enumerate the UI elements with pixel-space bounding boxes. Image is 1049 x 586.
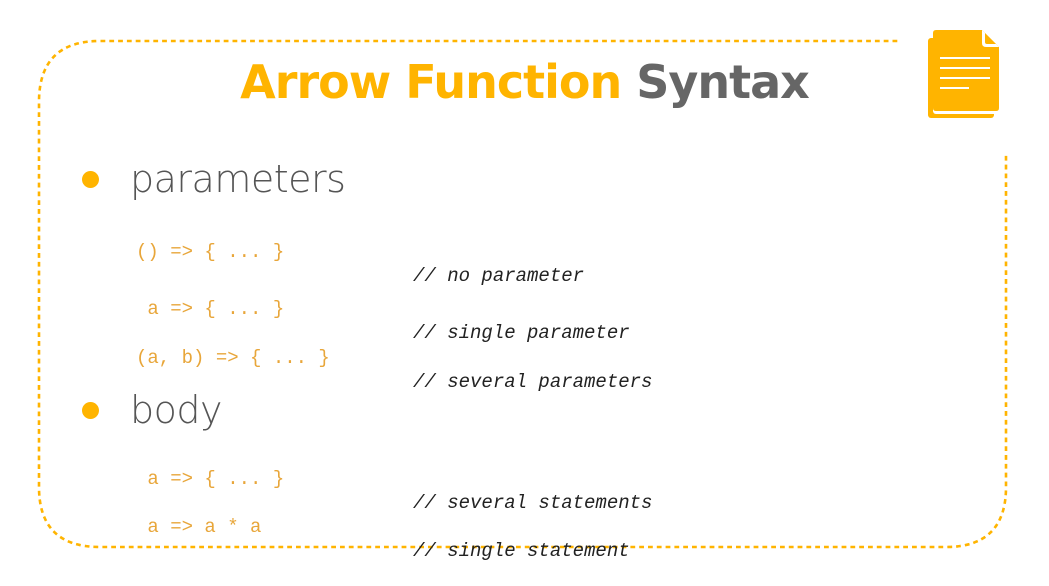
slide-title: Arrow Function Syntax: [0, 52, 1049, 112]
code-comment: // several parameters: [413, 371, 653, 393]
code-row: a => { ... } // several statements: [0, 443, 652, 514]
bullet-dot-icon: [82, 401, 99, 419]
code-row: (a, b) => { ... } // several parameters: [0, 322, 652, 393]
bullet-dot-icon: [82, 170, 99, 188]
code-row: () => { ... } // no parameter: [0, 216, 584, 287]
code-row: a => { ... } // single parameter: [0, 273, 629, 344]
code-row: a => a * a // single statement: [0, 491, 629, 562]
document-icon: [928, 30, 999, 118]
code-snippet: (a, b) => { ... }: [136, 347, 330, 369]
bullet-label: parameters: [130, 157, 346, 201]
code-snippet: a => a * a: [136, 516, 262, 538]
code-comment: // single parameter: [413, 322, 630, 344]
title-rest: Syntax: [636, 55, 810, 109]
bullet-parameters: parameters: [82, 157, 346, 201]
code-snippet: a => { ... }: [136, 468, 285, 490]
bullet-label: body: [130, 388, 222, 432]
code-comment: // several statements: [413, 492, 653, 514]
code-comment: // no parameter: [413, 265, 585, 287]
code-snippet: a => { ... }: [136, 298, 285, 320]
bullet-body: body: [82, 388, 222, 432]
code-snippet: () => { ... }: [136, 241, 285, 263]
title-highlight: Arrow Function: [240, 55, 622, 109]
code-comment: // single statement: [413, 540, 630, 562]
